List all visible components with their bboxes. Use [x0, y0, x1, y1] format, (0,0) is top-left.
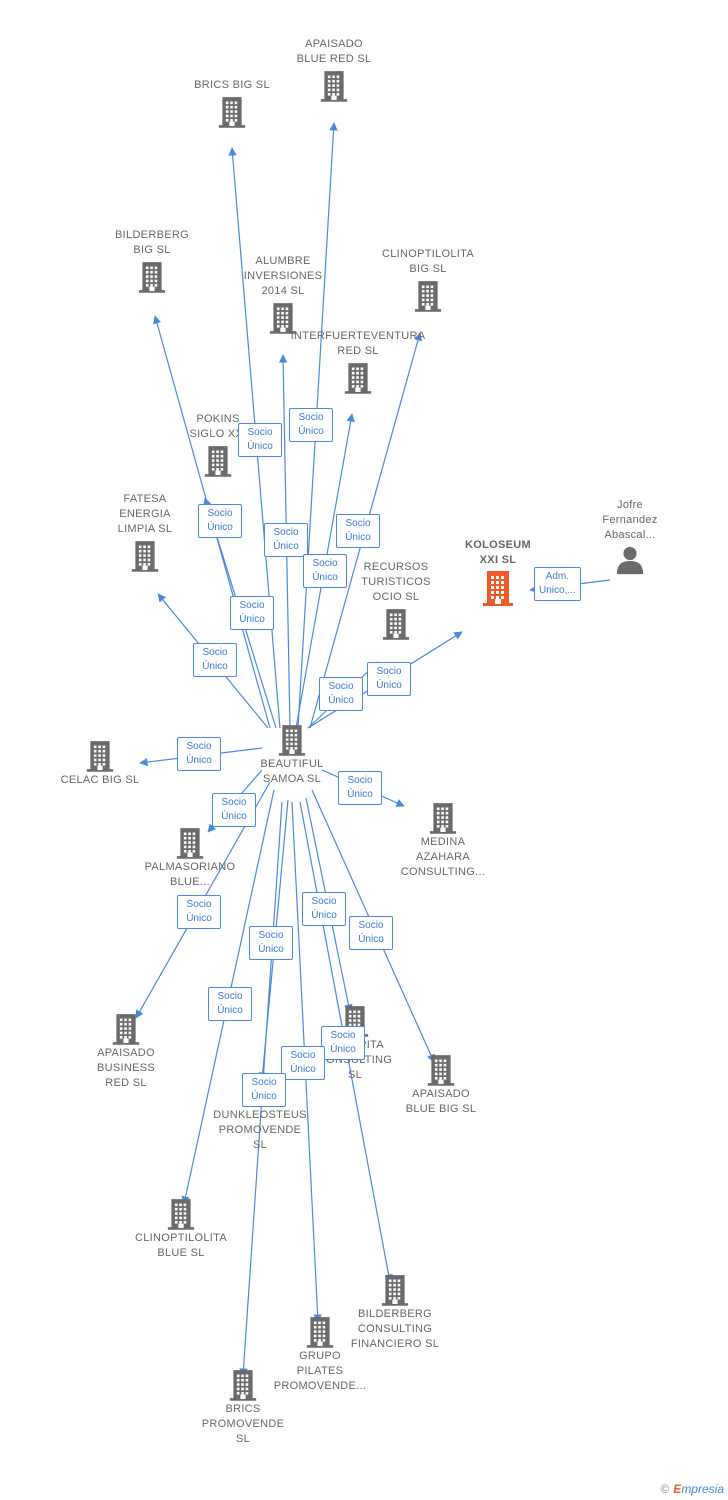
building-icon	[371, 1053, 511, 1087]
node-recursos[interactable]: RECURSOS TURISTICOS OCIO SL	[326, 561, 466, 641]
node-label: APAISADO BUSINESS RED SL	[96, 1047, 156, 1089]
relation-badge-apaisado_business[interactable]: Socio Único	[177, 895, 221, 929]
relation-badge-apaisado_blue_red[interactable]: Socio Único	[289, 408, 333, 442]
building-icon	[148, 444, 288, 478]
building-icon	[264, 69, 404, 103]
building-icon	[326, 607, 466, 641]
building-icon	[250, 1315, 390, 1349]
relation-badge-bilderberg_consulting[interactable]: Socio Único	[321, 1026, 365, 1060]
building-icon	[162, 95, 302, 129]
copyright-symbol: ©	[660, 1482, 670, 1496]
building-icon	[325, 1273, 465, 1307]
building-icon	[288, 361, 428, 395]
node-label: BILDERBERG BIG SL	[115, 229, 189, 256]
node-medina[interactable]: MEDINA AZAHARA CONSULTING...	[373, 801, 513, 880]
node-label: CELAC BIG SL	[60, 774, 140, 786]
person-icon	[560, 545, 700, 575]
node-label: BRICS BIG SL	[194, 79, 270, 91]
node-label: CLINOPTILOLITA BLUE SL	[134, 1232, 228, 1259]
relation-badge-dunkleosteus[interactable]: Socio Único	[249, 926, 293, 960]
relation-badge-clinoptilolita_big[interactable]: Socio Único	[336, 514, 380, 548]
node-label: FATESA ENERGIA LIMPIA SL	[117, 493, 173, 535]
relation-badge-koloseum[interactable]: Socio Único	[367, 662, 411, 696]
relation-badge-palmasoriano[interactable]: Socio Único	[212, 793, 256, 827]
node-label: APAISADO BLUE RED SL	[296, 38, 372, 65]
relation-badge-brics_big[interactable]: Socio Único	[238, 423, 282, 457]
node-label: BEAUTIFUL SAMOA SL	[260, 758, 324, 785]
building-icon	[75, 539, 215, 573]
node-clinoptilolita-big[interactable]: CLINOPTILOLITA BIG SL	[358, 248, 498, 313]
node-palmasoriano[interactable]: PALMASORIANO BLUE...	[120, 826, 260, 890]
building-icon	[222, 723, 362, 757]
node-label: ALUMBRE INVERSIONES 2014 SL	[243, 255, 323, 297]
relation-badge-bilderberg_big[interactable]: Socio Único	[230, 596, 274, 630]
node-brics-big[interactable]: BRICS BIG SL	[162, 79, 302, 129]
relation-badge-medina[interactable]: Socio Único	[338, 771, 382, 805]
node-apaisado-blue-big[interactable]: APAISADO BLUE BIG SL	[371, 1053, 511, 1117]
node-label: MEDINA AZAHARA CONSULTING...	[400, 836, 486, 878]
node-pokins[interactable]: POKINS SIGLO XXI	[148, 413, 288, 478]
node-label: APAISADO BLUE BIG SL	[405, 1088, 477, 1115]
node-fatesa[interactable]: FATESA ENERGIA LIMPIA SL	[75, 493, 215, 573]
node-label: INTERFUERTEVENTURA RED SL	[290, 330, 426, 357]
node-interfuerteventura[interactable]: INTERFUERTEVENTURA RED SL	[288, 330, 428, 395]
node-label: CLINOPTILOLITA BIG SL	[381, 248, 475, 275]
relation-badge-brics_promovende[interactable]: Socio Único	[242, 1073, 286, 1107]
relation-badge-alumbre[interactable]: Socio Único	[264, 523, 308, 557]
node-alumbre[interactable]: ALUMBRE INVERSIONES 2014 SL	[213, 255, 353, 335]
node-celac[interactable]: CELAC BIG SL	[30, 739, 170, 788]
node-label: GRUPO PILATES PROMOVENDE...	[273, 1350, 367, 1392]
building-icon	[120, 826, 260, 860]
node-label: PALMASORIANO BLUE...	[144, 861, 236, 888]
node-apaisado-blue-red[interactable]: APAISADO BLUE RED SL	[264, 38, 404, 103]
relation-badge-apaisado_blue_big[interactable]: Socio Único	[349, 916, 393, 950]
node-grupo-pilates[interactable]: GRUPO PILATES PROMOVENDE...	[250, 1315, 390, 1394]
relation-badge-clinoptilolita_blue[interactable]: Socio Único	[208, 987, 252, 1021]
node-koloseum[interactable]: KOLOSEUM XXI SL	[428, 539, 568, 606]
relation-badge-logopita[interactable]: Socio Único	[302, 892, 346, 926]
relation-badge-interfuerteventura[interactable]: Socio Único	[303, 554, 347, 588]
building-icon	[373, 801, 513, 835]
building-icon	[82, 260, 222, 294]
node-clinoptilolita-blue[interactable]: CLINOPTILOLITA BLUE SL	[111, 1197, 251, 1261]
node-jofre[interactable]: Jofre Fernandez Abascal...	[560, 499, 700, 575]
relation-badge-fatesa[interactable]: Socio Único	[193, 643, 237, 677]
footer-brand: ©Empresia	[660, 1482, 724, 1496]
building-icon	[358, 279, 498, 313]
node-label: DUNKLEOSTEUS PROMOVENDE SL	[213, 1109, 307, 1151]
brand-name: mpresia	[681, 1482, 724, 1496]
node-brics-promovende[interactable]: BRICS PROMOVENDE SL	[173, 1368, 313, 1447]
building-icon	[173, 1368, 313, 1402]
node-apaisado-business[interactable]: APAISADO BUSINESS RED SL	[56, 1012, 196, 1091]
building-icon	[111, 1197, 251, 1231]
building-icon	[428, 570, 568, 606]
building-icon	[213, 301, 353, 335]
node-bilderberg-big[interactable]: BILDERBERG BIG SL	[82, 229, 222, 294]
node-label: BRICS PROMOVENDE SL	[201, 1403, 285, 1445]
building-icon	[30, 739, 170, 773]
node-label: RECURSOS TURISTICOS OCIO SL	[361, 561, 431, 603]
building-icon	[56, 1012, 196, 1046]
node-beautiful[interactable]: BEAUTIFUL SAMOA SL	[222, 723, 362, 787]
brand-initial: E	[673, 1482, 682, 1496]
node-label: BILDERBERG CONSULTING FINANCIERO SL	[350, 1308, 440, 1350]
relation-badge-pokins[interactable]: Socio Único	[198, 504, 242, 538]
node-label: Jofre Fernandez Abascal...	[602, 499, 658, 541]
relation-badge-koloseum[interactable]: Adm. Unico,...	[534, 567, 581, 601]
relation-badge-grupo_pilates[interactable]: Socio Único	[281, 1046, 325, 1080]
relation-badge-recursos[interactable]: Socio Único	[319, 677, 363, 711]
node-bilderberg-consulting[interactable]: BILDERBERG CONSULTING FINANCIERO SL	[325, 1273, 465, 1352]
node-label: KOLOSEUM XXI SL	[465, 539, 531, 566]
relation-badge-celac[interactable]: Socio Único	[177, 737, 221, 771]
